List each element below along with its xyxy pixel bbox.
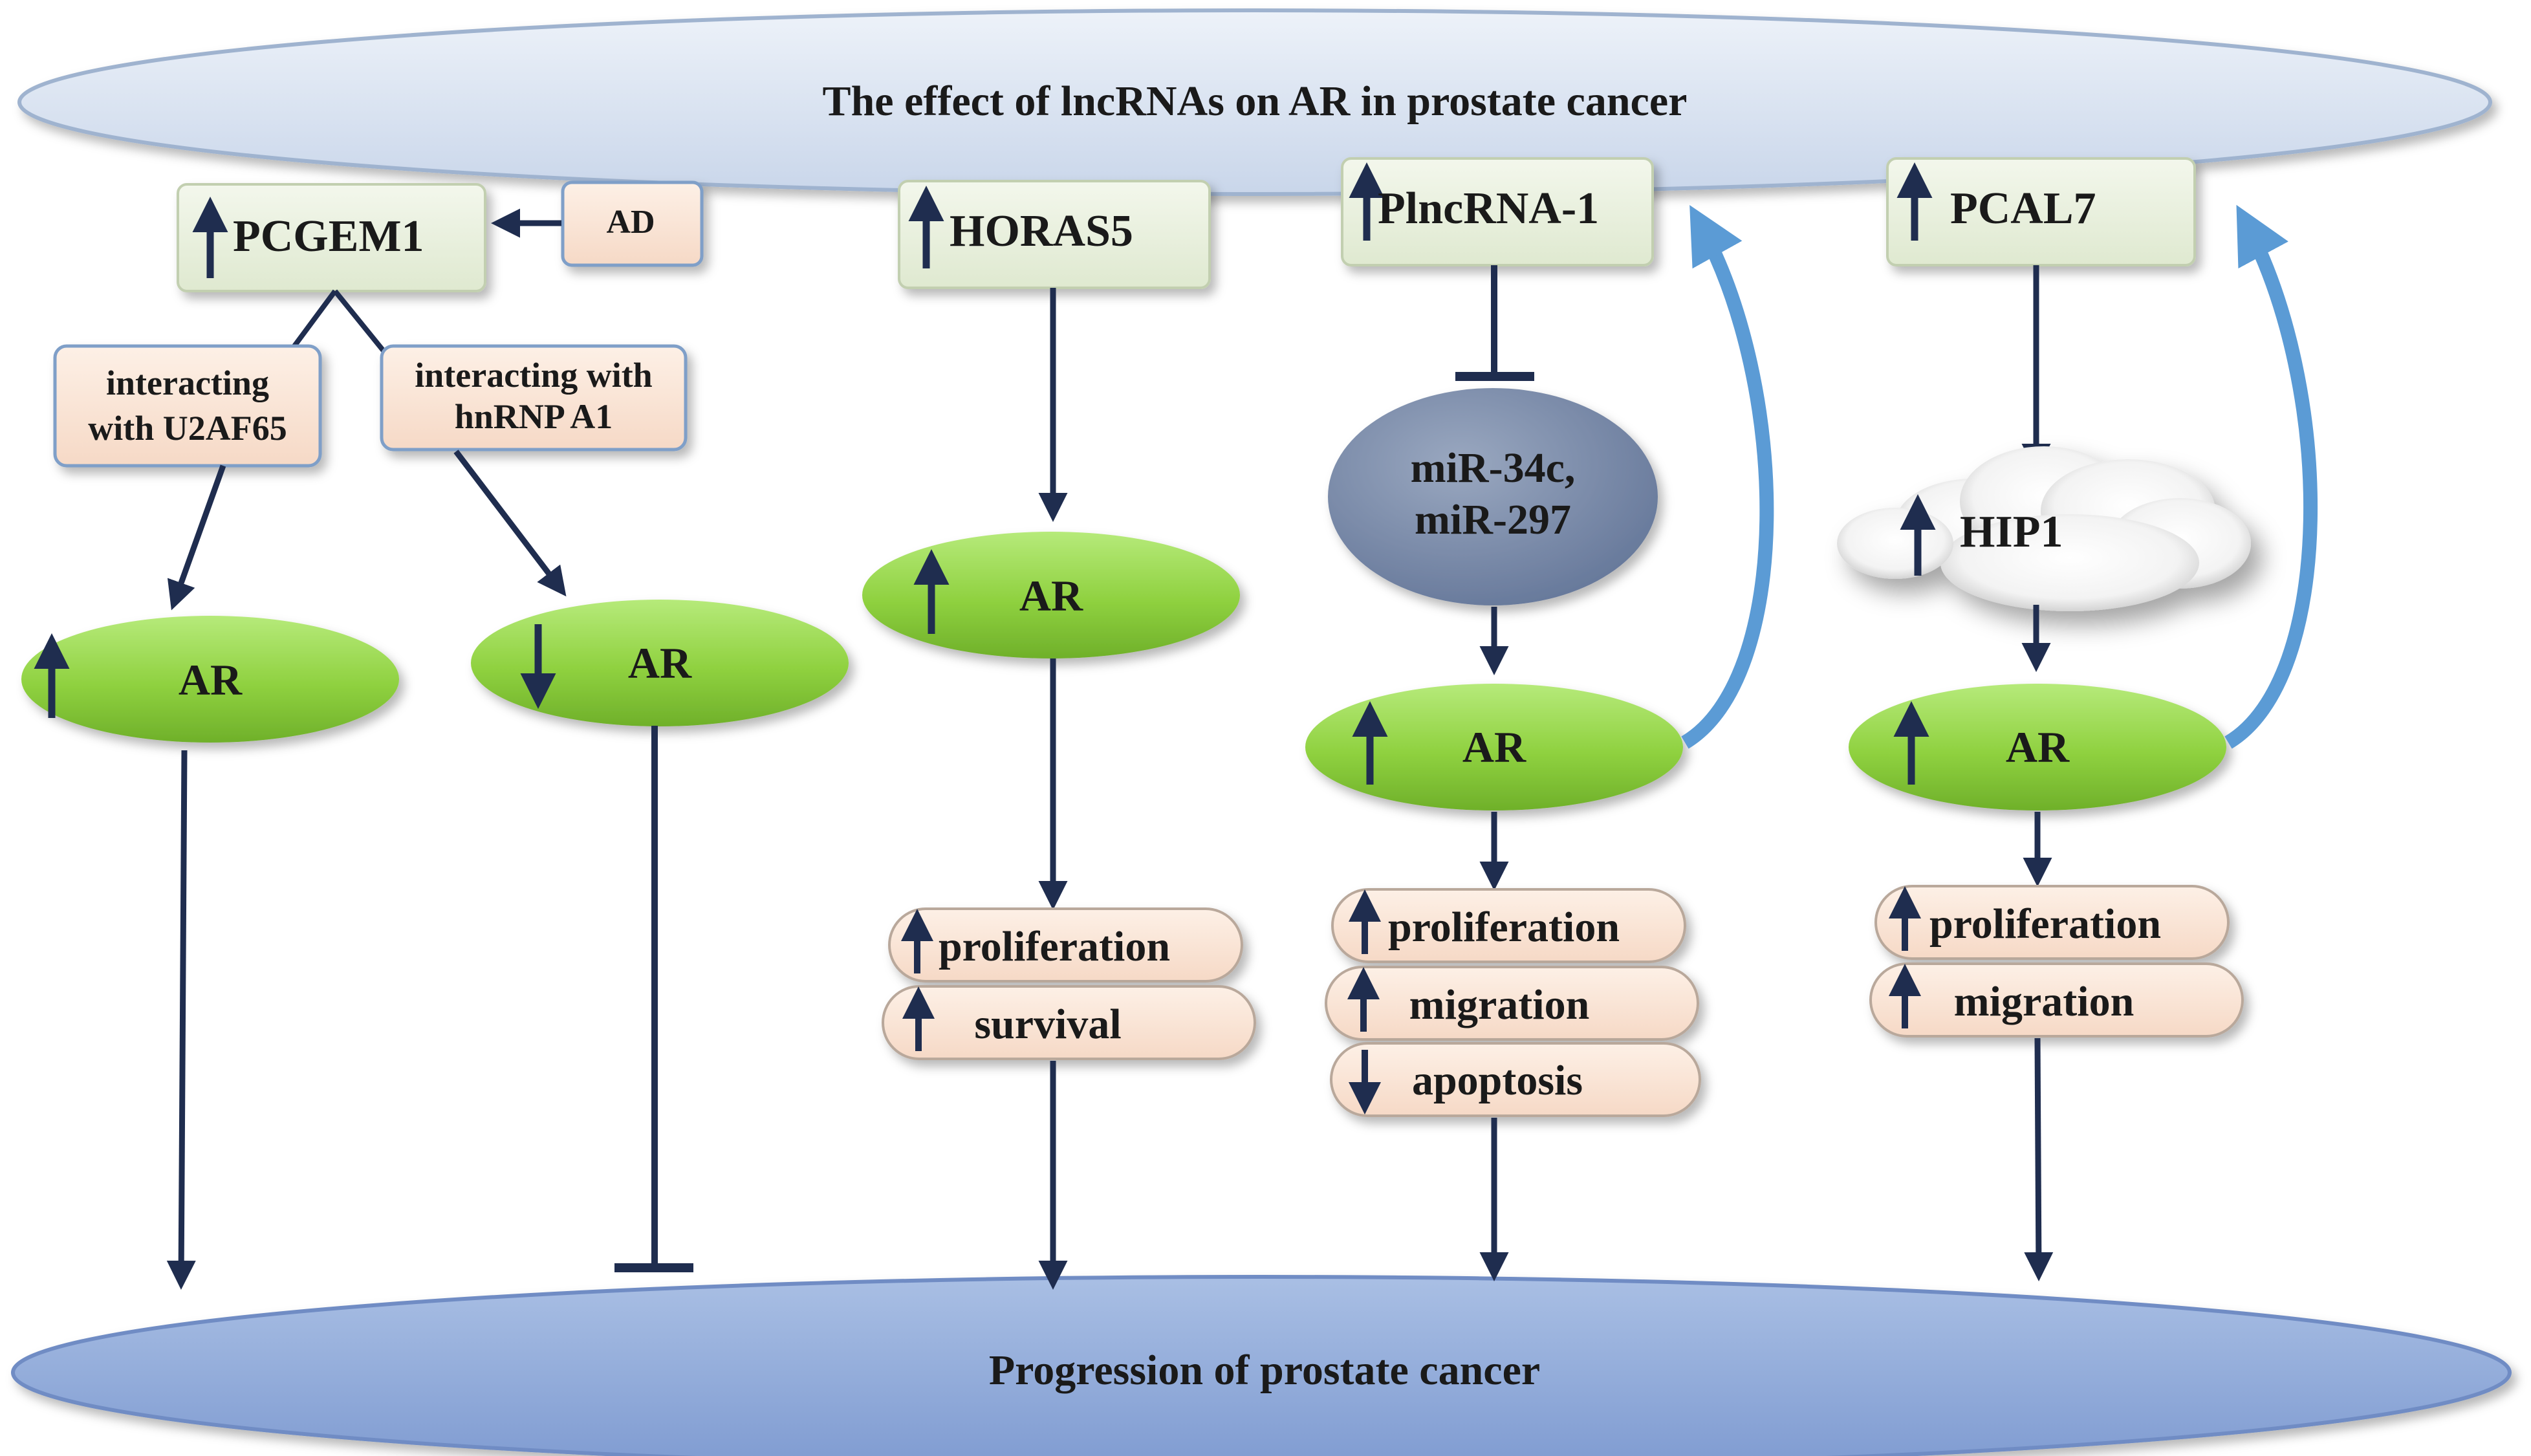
pcgem1-branch-left <box>292 289 338 348</box>
pcal7-proliferation-pill: proliferation <box>1874 885 2230 960</box>
plncrna1-apoptosis-pill: apoptosis <box>1330 1042 1701 1117</box>
horas5-proliferation-pill: proliferation <box>888 907 1243 983</box>
plncrna1-label: PlncRNA-1 <box>1378 184 1599 234</box>
pcal7-migration-label: migration <box>1954 978 2135 1025</box>
ad-box: AD <box>561 180 704 267</box>
horas5-box: HORAS5 <box>898 180 1211 289</box>
ar-label-2: AR <box>628 638 692 688</box>
horas5-survival-label: survival <box>974 1001 1121 1048</box>
horas5-label: HORAS5 <box>950 206 1133 256</box>
ar-ellipse-2: AR <box>471 600 849 726</box>
ar-ellipse-3: AR <box>862 532 1240 658</box>
progression-label: Progression of prostate cancer <box>989 1347 1540 1394</box>
ad-label: AD <box>606 204 655 241</box>
plncrna1-migration-pill: migration <box>1325 966 1699 1041</box>
hnrnp-line2: hnRNP A1 <box>455 397 613 436</box>
ar-label-4: AR <box>1462 723 1526 772</box>
mirna-line2: miR-297 <box>1415 496 1571 543</box>
u2af65-box: interacting with U2AF65 <box>53 344 322 468</box>
hip1-cloud: HIP1 <box>1837 446 2251 611</box>
plncrna1-box: PlncRNA-1 <box>1341 157 1654 266</box>
hnrnp-box: interacting with hnRNP A1 <box>380 344 688 451</box>
plncrna1-migration-label: migration <box>1409 981 1590 1028</box>
horas5-survival-pill: survival <box>882 985 1256 1060</box>
plncrna1-proliferation-pill: proliferation <box>1331 888 1686 963</box>
pcal7-outcomes-to-progression-arrow <box>2024 1038 2054 1281</box>
ar-label-5: AR <box>2006 723 2070 772</box>
plncrna1-proliferation-label: proliferation <box>1388 904 1620 951</box>
ar-label-1: AR <box>179 655 243 704</box>
mirna-ellipse: miR-34c, miR-297 <box>1328 388 1658 605</box>
horas5-proliferation-label: proliferation <box>939 923 1170 970</box>
pcgem1-label: PCGEM1 <box>233 212 424 261</box>
progression-banner: Progression of prostate cancer <box>11 1275 2512 1456</box>
diagram-title: The effect of lncRNAs on AR in prostate … <box>823 78 1688 125</box>
ar-ellipse-1: AR <box>21 616 399 743</box>
pcal7-box: PCAL7 <box>1886 157 2196 266</box>
u2af65-to-ar-arrow <box>167 464 226 611</box>
ar-ellipse-4: AR <box>1305 684 1683 810</box>
pcal7-proliferation-label: proliferation <box>1929 900 2161 948</box>
hnrnp-to-ar-arrow <box>453 450 567 597</box>
plncrna1-apoptosis-label: apoptosis <box>1412 1057 1583 1104</box>
hnrnp-line1: interacting with <box>415 356 652 395</box>
title-banner: The effect of lncRNAs on AR in prostate … <box>17 8 2492 196</box>
hip1-label: HIP1 <box>1960 507 2063 557</box>
pcal7-migration-pill: migration <box>1869 962 2244 1038</box>
mirna-line1: miR-34c, <box>1411 444 1576 492</box>
ar-label-3: AR <box>1019 571 1083 620</box>
pcgem1-box: PCGEM1 <box>177 183 486 292</box>
u2af65-line1: interacting <box>106 364 269 402</box>
pcgem1-branch-right <box>332 289 387 354</box>
ar-ellipse-5: AR <box>1849 684 2226 810</box>
ar1-to-progression-arrow <box>166 750 196 1290</box>
plncrna1-feedback-arrow <box>1681 204 1774 749</box>
pcal7-feedback-arrow <box>2224 204 2318 749</box>
pcal7-label: PCAL7 <box>1950 184 2096 234</box>
u2af65-line2: with U2AF65 <box>88 409 287 448</box>
